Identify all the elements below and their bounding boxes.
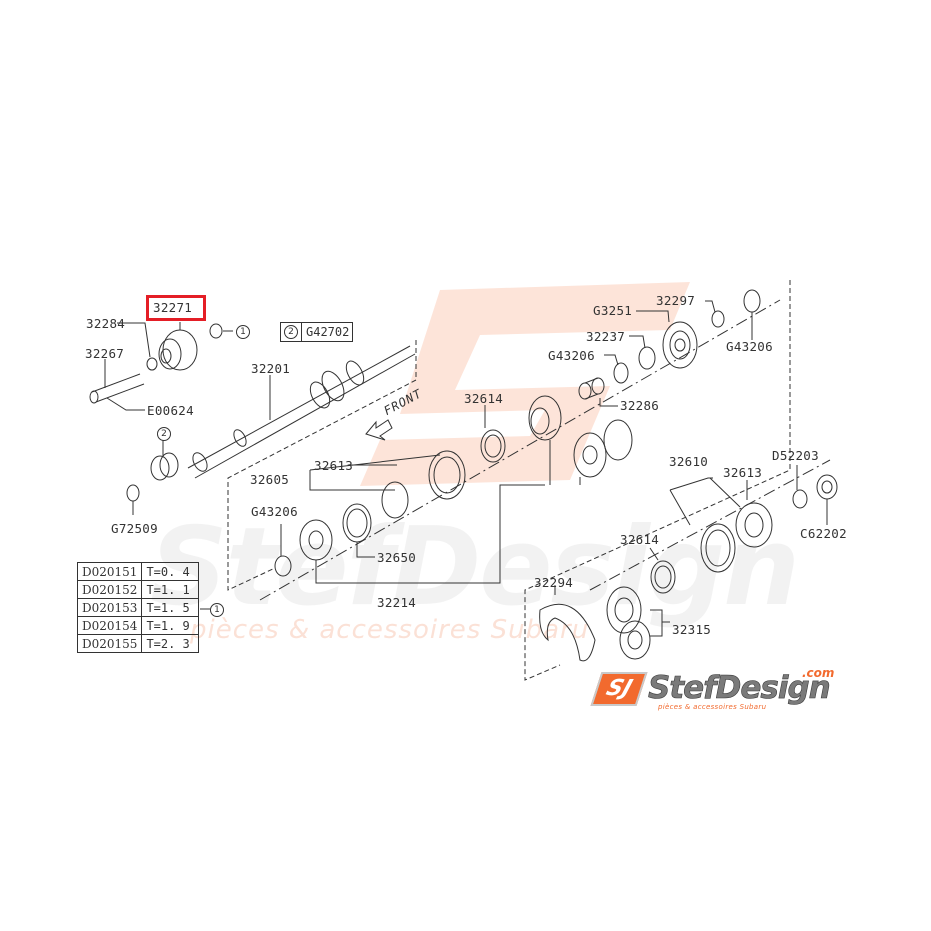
shim-thickness: T=1. 1 bbox=[141, 580, 200, 599]
callout-2: 2 bbox=[157, 427, 171, 441]
part-label-32267[interactable]: 32267 bbox=[85, 346, 125, 361]
shim-thickness: T=1. 9 bbox=[141, 616, 200, 635]
washer-D52203 bbox=[792, 465, 808, 509]
part-label-32605[interactable]: 32605 bbox=[250, 472, 290, 487]
watermark-tagline: pièces & accessoires Subaru bbox=[190, 615, 590, 645]
gear-32650 bbox=[342, 503, 375, 558]
highlighted-part-box bbox=[146, 295, 206, 321]
part-label-G3251[interactable]: G3251 bbox=[593, 303, 633, 318]
thrust-32294 bbox=[539, 585, 596, 662]
shim-thickness: T=0. 4 bbox=[141, 562, 200, 581]
needle-G43206-b bbox=[604, 354, 629, 384]
nut-C62202 bbox=[816, 474, 838, 525]
ring-32614b bbox=[649, 547, 676, 594]
part-label-G43206-middle[interactable]: G43206 bbox=[548, 348, 595, 363]
bearing-G3251 bbox=[636, 310, 698, 369]
logo-tagline: pièces & accessoires Subaru bbox=[658, 703, 767, 711]
part-label-32297[interactable]: 32297 bbox=[656, 293, 696, 308]
part-label-32614-upper[interactable]: 32614 bbox=[464, 391, 504, 406]
part-label-C62202[interactable]: C62202 bbox=[800, 526, 847, 541]
gear-large-center bbox=[528, 395, 633, 485]
watermark-logo-shape bbox=[360, 282, 690, 486]
synchro-32605 bbox=[309, 450, 466, 519]
part-label-E00624[interactable]: E00624 bbox=[147, 403, 194, 418]
reference-part-G42702[interactable]: G42702 bbox=[306, 325, 350, 339]
part-label-G43206-left[interactable]: G43206 bbox=[251, 504, 298, 519]
part-label-32650[interactable]: 32650 bbox=[377, 550, 417, 565]
part-label-32614-lower[interactable]: 32614 bbox=[620, 532, 660, 547]
main-shaft-32201 bbox=[187, 345, 416, 479]
sleeve-32297 bbox=[705, 300, 725, 328]
stefdesign-logo[interactable]: SJ StefDesign .com pièces & accessoires … bbox=[590, 666, 846, 711]
synchro-32610 bbox=[669, 477, 773, 573]
gear-32315 bbox=[606, 586, 670, 660]
bearing-left bbox=[126, 440, 179, 515]
reference-box-G42702: 2 G42702 bbox=[280, 322, 354, 342]
part-label-D52203[interactable]: D52203 bbox=[772, 448, 819, 463]
gear-32271 bbox=[158, 322, 198, 371]
pin-32267 bbox=[89, 359, 145, 411]
watermark-text: StefDesign bbox=[150, 505, 800, 630]
part-label-32201[interactable]: 32201 bbox=[251, 361, 291, 376]
gear-32214 bbox=[299, 484, 545, 584]
part-label-G43206-right[interactable]: G43206 bbox=[726, 339, 773, 354]
logo-domain: .com bbox=[802, 666, 835, 680]
callout-1-table: 1 bbox=[210, 603, 224, 617]
dashed-frame bbox=[227, 280, 791, 681]
divider bbox=[301, 323, 302, 341]
shim-part-number[interactable]: D020154 bbox=[76, 616, 143, 635]
ring-32614a bbox=[480, 405, 506, 463]
part-label-32610[interactable]: 32610 bbox=[669, 454, 709, 469]
part-label-32315[interactable]: 32315 bbox=[672, 622, 712, 637]
washer-32284 bbox=[146, 357, 158, 371]
axis-lines bbox=[259, 299, 831, 601]
shim-part-number[interactable]: D020153 bbox=[76, 598, 143, 617]
part-label-32284[interactable]: 32284 bbox=[86, 316, 126, 331]
logo-badge-icon: SJ bbox=[590, 672, 648, 706]
shim-thickness: T=2. 3 bbox=[141, 634, 200, 653]
sleeve-32286 bbox=[578, 377, 618, 407]
part-label-32286[interactable]: 32286 bbox=[620, 398, 660, 413]
needle-G43206 bbox=[274, 524, 292, 577]
shim-part-number[interactable]: D020151 bbox=[76, 562, 143, 581]
part-label-G72509[interactable]: G72509 bbox=[111, 521, 158, 536]
callout-2-ref: 2 bbox=[284, 325, 298, 339]
part-label-32237[interactable]: 32237 bbox=[586, 329, 626, 344]
part-label-32294[interactable]: 32294 bbox=[534, 575, 574, 590]
shim-part-number[interactable]: D020155 bbox=[76, 634, 143, 653]
thrust-washer bbox=[209, 323, 223, 339]
part-label-32271[interactable]: 32271 bbox=[153, 300, 193, 315]
callout-1-top: 1 bbox=[236, 325, 250, 339]
leader-32284 bbox=[117, 322, 151, 358]
washer-32237 bbox=[629, 335, 656, 370]
part-label-32613-left[interactable]: 32613 bbox=[314, 458, 354, 473]
part-label-32613-right[interactable]: 32613 bbox=[723, 465, 763, 480]
logo-name: StefDesign bbox=[648, 670, 831, 707]
part-label-32214[interactable]: 32214 bbox=[377, 595, 417, 610]
